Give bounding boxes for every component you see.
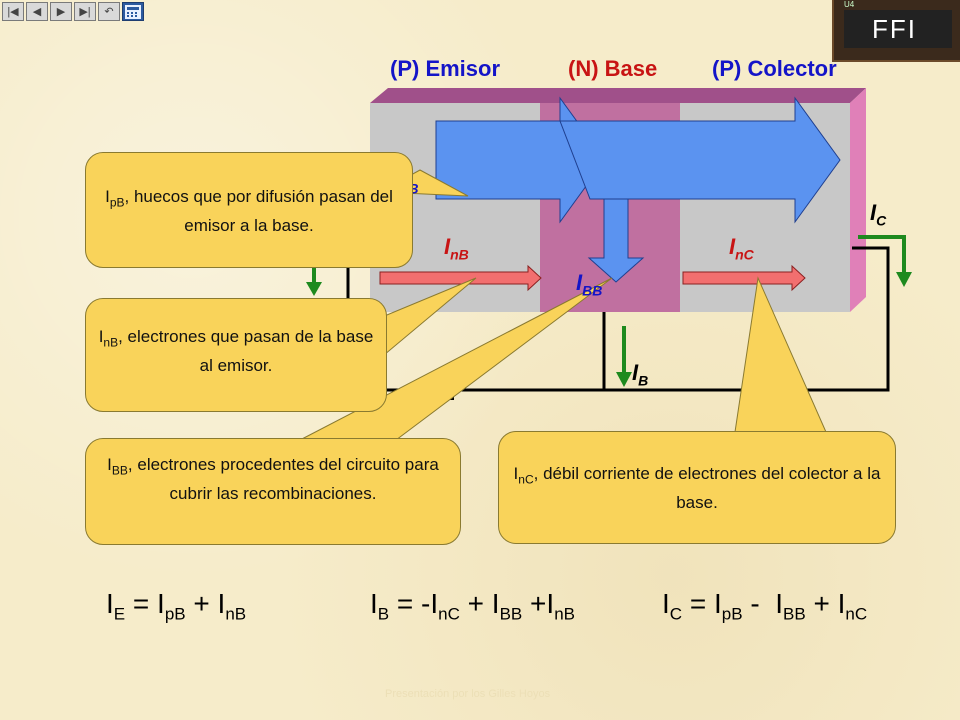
ic-arrowhead — [896, 272, 912, 287]
equation-ie: IE = IpB + InB — [106, 588, 247, 624]
inc-electron-arrow — [682, 264, 806, 292]
chip-body — [844, 10, 952, 48]
equation-ib: IB = -InC + IBB +InB — [370, 588, 575, 624]
inb-electron-arrow — [379, 264, 542, 292]
first-slide-button[interactable]: |◀ — [2, 2, 24, 21]
header-emisor: (P) Emisor — [390, 56, 501, 81]
callout-ipb: IpB, huecos que por difusión pasan del e… — [85, 152, 413, 268]
skip-forward-icon: ▶| — [79, 6, 91, 18]
calculator-icon — [125, 4, 141, 19]
return-arrow-icon: ↶ — [104, 6, 114, 18]
header-colector: (P) Colector — [712, 56, 837, 81]
return-button[interactable]: ↶ — [98, 2, 120, 21]
last-slide-button[interactable]: ▶| — [74, 2, 96, 21]
back-arrow-icon: ◀ — [32, 6, 42, 18]
skip-back-icon: |◀ — [7, 6, 19, 18]
footer-credit: Presentación por los Gilles Hoyos — [385, 688, 551, 700]
callout-inc: InC, débil corriente de electrones del c… — [498, 431, 896, 544]
logo-tag: U4 — [844, 0, 855, 9]
ie-arrowhead — [306, 282, 322, 296]
equation-ic: IC = IpB - IBB + InC — [662, 588, 868, 624]
calculator-button[interactable] — [122, 2, 144, 21]
logo-text: FFI — [872, 14, 917, 44]
slide-navigation: |◀ ◀ ▶ ▶| ↶ — [2, 2, 144, 21]
callout-ibb: IBB, electrones procedentes del circuito… — [85, 438, 461, 545]
ibb-branch-arrow — [587, 198, 645, 283]
ic-terminal-arrow — [858, 235, 906, 275]
label-inc: InC — [729, 234, 754, 263]
callout-inb: InB, electrones que pasan de la base al … — [85, 298, 387, 412]
forward-arrow-icon: ▶ — [56, 6, 66, 18]
next-slide-button[interactable]: ▶ — [50, 2, 72, 21]
label-ibb: IBB — [576, 270, 603, 299]
label-ic: IC — [870, 200, 887, 229]
block-top-face — [370, 88, 866, 103]
previous-slide-button[interactable]: ◀ — [26, 2, 48, 21]
label-inb: InB — [444, 234, 469, 263]
ffi-logo: U4 FFI — [832, 0, 960, 62]
ib-arrowhead — [616, 372, 632, 387]
label-ib: IB — [632, 360, 649, 389]
block-side-face — [850, 88, 866, 312]
header-base: (N) Base — [568, 56, 658, 81]
collector-wire — [793, 246, 890, 392]
